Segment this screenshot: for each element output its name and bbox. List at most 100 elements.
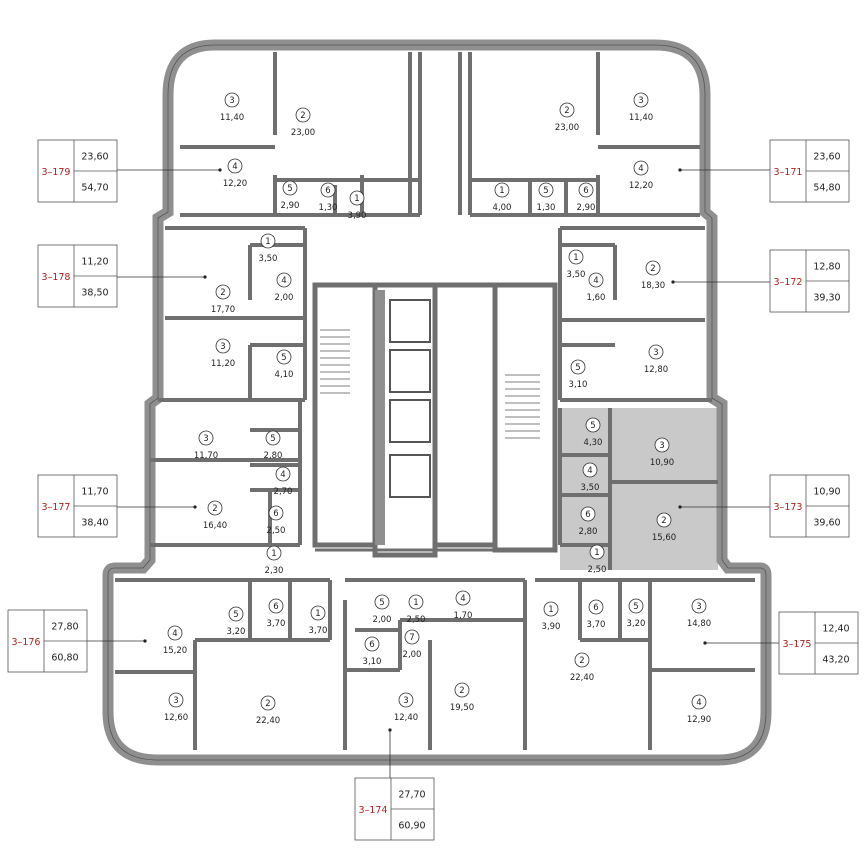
room-number: 4	[587, 466, 592, 476]
room-number-circle	[268, 505, 284, 521]
room-label: 53,10	[569, 359, 587, 390]
room-number: 4	[593, 276, 598, 286]
room-number-circle	[543, 601, 559, 617]
room-label: 61,30	[319, 182, 338, 213]
room-label: 52,80	[264, 430, 282, 461]
room-number: 2	[650, 264, 655, 274]
core-shaft	[432, 282, 498, 548]
room-label: 219,50	[450, 682, 474, 713]
room-label: 13,50	[259, 233, 277, 264]
room-number-circle	[568, 249, 584, 265]
room-label: 13,90	[348, 190, 366, 221]
room-number-circle	[398, 692, 414, 708]
room-area: 3,20	[627, 619, 646, 629]
living-area: 12,40	[822, 624, 849, 635]
room-area: 1,30	[319, 203, 338, 213]
room-number: 4	[280, 470, 285, 480]
room-label: 311,40	[220, 92, 244, 123]
room-number: 5	[590, 421, 595, 431]
room-label: 415,20	[163, 625, 187, 656]
room-label: 218,30	[641, 260, 665, 291]
room-label: 311,20	[211, 338, 235, 369]
room-number-circle	[198, 430, 214, 446]
room-label: 42,00	[275, 272, 293, 303]
elevator	[389, 299, 431, 343]
room-number-circle	[656, 512, 672, 528]
room-area: 4,30	[584, 438, 603, 448]
living-area: 23,60	[81, 152, 108, 163]
room-label: 13,90	[542, 601, 560, 632]
room-number: 6	[583, 186, 588, 196]
unit-id: 3–176	[12, 637, 41, 648]
room-label: 311,70	[194, 430, 218, 461]
room-number-circle	[589, 544, 605, 560]
room-area: 2,50	[267, 526, 286, 536]
room-area: 1,60	[587, 293, 606, 303]
room-label: 312,40	[394, 692, 418, 723]
room-label: 43,50	[581, 462, 599, 493]
room-number-circle	[228, 606, 244, 622]
room-area: 1,30	[537, 203, 556, 213]
total-area: 39,30	[813, 293, 840, 304]
room-number: 6	[593, 603, 598, 613]
room-number-circle	[538, 182, 554, 198]
room-number: 2	[459, 686, 464, 696]
room-area: 3,50	[567, 270, 586, 280]
room-label: 217,70	[211, 284, 235, 315]
room-number: 3	[220, 342, 225, 352]
shaft-wall	[375, 290, 385, 545]
leader-dot	[143, 639, 147, 643]
unit-id: 3–178	[42, 272, 71, 283]
living-area: 11,20	[81, 257, 108, 268]
room-number-circle	[310, 605, 326, 621]
room-label: 12,50	[588, 544, 607, 575]
room-area: 1,70	[454, 611, 473, 621]
room-area: 23,00	[555, 123, 579, 133]
room-number: 3	[403, 696, 408, 706]
room-area: 12,90	[687, 715, 711, 725]
total-area: 38,50	[81, 288, 108, 299]
room-number-circle	[276, 349, 292, 365]
leader-dot	[678, 505, 682, 509]
room-area: 2,50	[588, 565, 607, 575]
room-number-circle	[266, 545, 282, 561]
room-label: 62,90	[577, 182, 596, 213]
room-number: 4	[281, 276, 286, 286]
room-label: 42,70	[274, 466, 292, 497]
room-number: 3	[638, 96, 643, 106]
room-area: 3,10	[363, 657, 382, 667]
room-area: 11,40	[629, 113, 653, 123]
room-number: 4	[638, 164, 643, 174]
room-number: 2	[265, 699, 270, 709]
room-number: 2	[661, 516, 666, 526]
room-number-circle	[364, 636, 380, 652]
room-number: 5	[281, 353, 286, 363]
room-area: 16,40	[203, 521, 227, 531]
room-label: 63,70	[587, 599, 605, 630]
building-core	[312, 282, 558, 558]
living-area: 11,70	[81, 487, 108, 498]
room-label: 412,90	[687, 694, 711, 725]
room-number-circle	[588, 272, 604, 288]
room-area: 12,20	[629, 181, 653, 191]
room-area: 2,90	[577, 203, 596, 213]
room-number: 5	[233, 610, 238, 620]
room-label: 63,70	[267, 598, 285, 629]
room-number: 1	[548, 605, 553, 615]
room-area: 17,70	[211, 305, 235, 315]
room-area: 2,30	[265, 566, 284, 576]
room-number-circle	[295, 107, 311, 123]
room-number-circle	[582, 462, 598, 478]
room-label: 41,60	[587, 272, 606, 303]
room-number: 6	[369, 640, 374, 650]
room-number: 1	[271, 549, 276, 559]
room-label: 312,60	[164, 692, 188, 723]
room-number-circle	[404, 629, 420, 645]
room-label: 216,40	[203, 500, 227, 531]
living-area: 23,60	[813, 152, 840, 163]
room-label: 14,00	[493, 182, 511, 213]
unit-id: 3–179	[42, 167, 71, 178]
room-area: 2,50	[407, 615, 426, 625]
total-area: 38,40	[81, 518, 108, 529]
